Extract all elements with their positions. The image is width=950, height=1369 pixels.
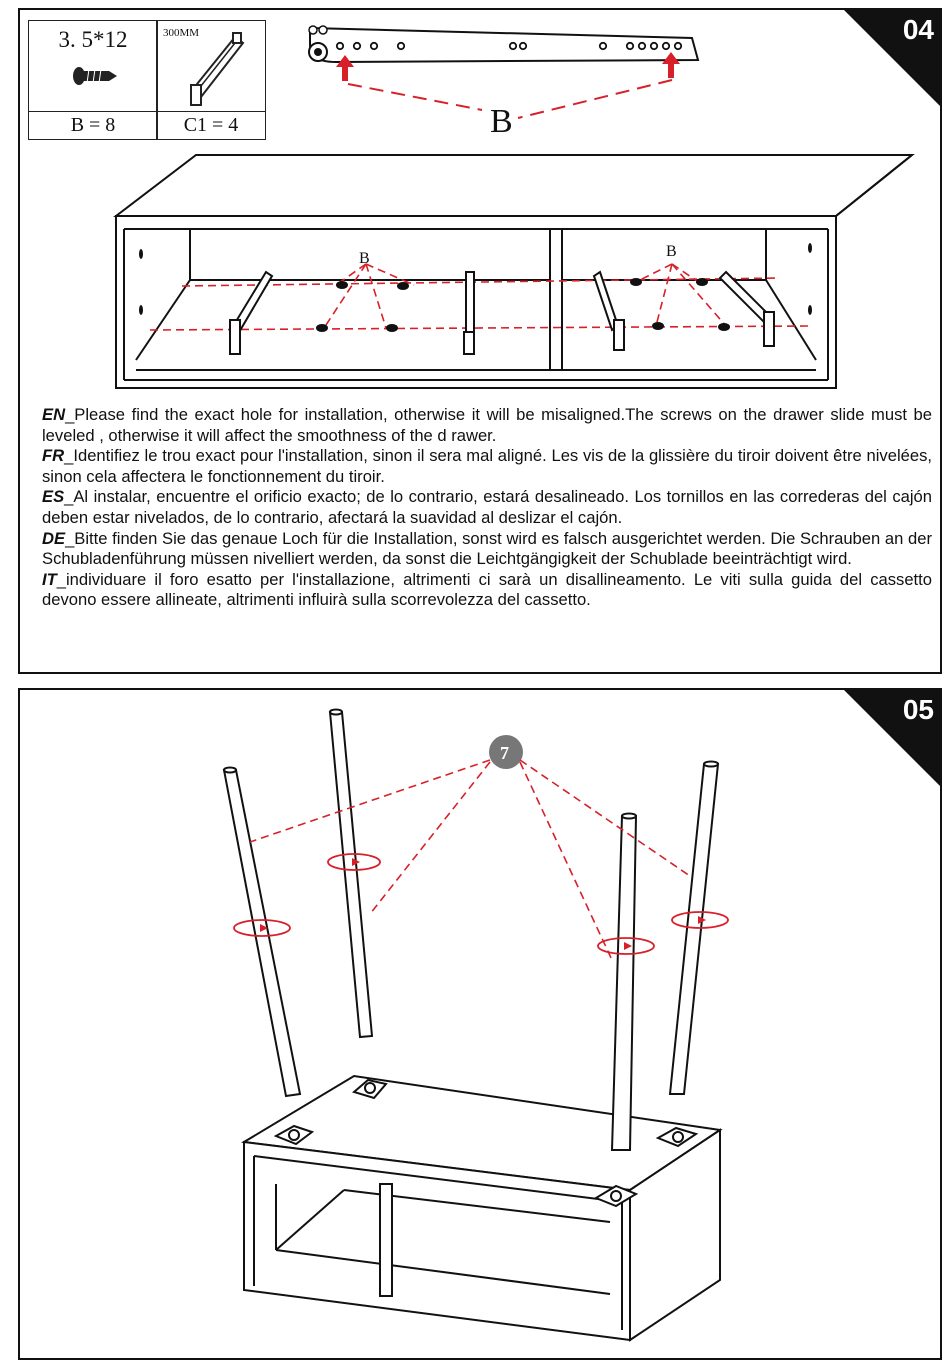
corner-triangle	[842, 8, 942, 108]
cabinet-upside-down	[240, 1074, 723, 1342]
instruction-fr: FR_Identifiez le trou exact pour l'insta…	[42, 446, 932, 486]
corner-triangle	[842, 688, 942, 788]
lang-code: IT	[42, 569, 57, 589]
step-number: 04	[902, 14, 934, 45]
drawer-slide-installation-illustration: B	[113, 25, 915, 389]
instruction-es: ES_Al instalar, encuentre el orificio ex…	[42, 487, 932, 527]
step-corner-badge: 04	[842, 8, 942, 108]
slide-rail-detail: B	[308, 25, 700, 140]
step-04-panel: 04 3. 5*12 B = 8 300MM C1 = 4	[18, 8, 942, 674]
step-number: 05	[902, 694, 934, 725]
instruction-en: EN_Please find the exact hole for instal…	[42, 405, 932, 445]
instruction-de: DE_Bitte finden Sie das genaue Loch für …	[42, 528, 932, 569]
cabinet	[113, 154, 915, 389]
part-7-label: 7	[500, 743, 509, 763]
label-b-large: B	[490, 103, 513, 140]
step-05-panel: 05 7	[18, 688, 942, 1360]
lang-code: DE	[42, 528, 66, 548]
screw-icon	[73, 67, 117, 85]
leg-4	[668, 760, 720, 1095]
slide-count: C1 = 4	[183, 114, 239, 136]
instructions-text: EN_Please find the exact hole for instal…	[42, 405, 932, 611]
screw-hardware-cell: 3. 5*12 B = 8	[28, 20, 158, 140]
lang-code: FR	[42, 446, 65, 466]
label-b-left: B	[359, 250, 370, 267]
leg-2	[328, 708, 374, 1039]
leg-3	[610, 812, 638, 1151]
lang-code: EN	[42, 405, 66, 424]
label-b-right: B	[666, 243, 677, 260]
slide-hardware-cell: 300MM C1 = 4	[156, 20, 266, 140]
leg-1	[222, 766, 302, 1098]
legs	[222, 708, 720, 1151]
step-corner-badge: 05	[842, 688, 942, 788]
leg-installation-illustration: 7	[222, 708, 729, 1342]
screw-spec: 3. 5*12	[58, 27, 128, 52]
instruction-it: IT_individuare il foro esatto per l'inst…	[42, 569, 932, 610]
part-7-badge	[489, 735, 523, 769]
slide-spec: 300MM	[163, 27, 200, 39]
screw-count: B = 8	[70, 114, 116, 136]
drawer-slide-icon	[190, 32, 245, 106]
lang-code: ES	[42, 487, 65, 507]
